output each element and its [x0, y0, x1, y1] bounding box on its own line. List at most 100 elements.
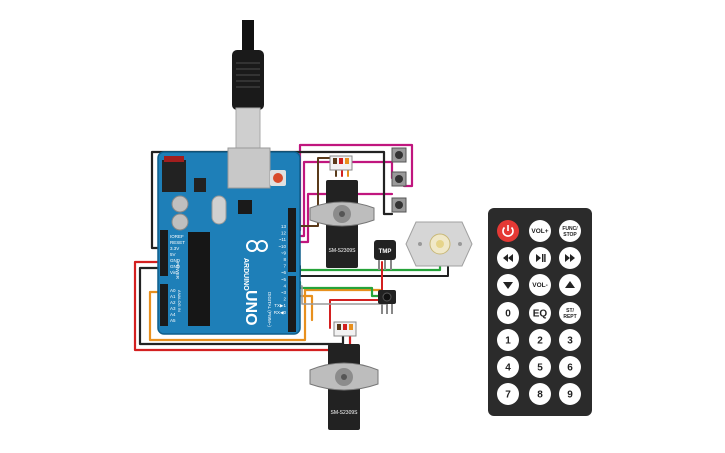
key-label: 3: [567, 336, 573, 347]
pin-label: IOREF: [170, 234, 184, 239]
pin-label: A2: [170, 300, 176, 305]
crystal: [211, 195, 227, 225]
servo-bottom-label: SM-S2309S: [331, 410, 359, 416]
remote-play-pause-key[interactable]: [529, 247, 551, 269]
power-header: [160, 230, 168, 276]
remote-key-4[interactable]: 4: [497, 356, 519, 378]
pin-label: A4: [170, 312, 176, 317]
wire-red-tmp: [329, 261, 383, 329]
pin-label: ~3: [281, 290, 287, 295]
down-icon: [503, 282, 513, 289]
key-label: FUNC/STOP: [562, 226, 578, 238]
play-pause-icon: [536, 254, 546, 262]
key-label: 4: [505, 363, 511, 374]
board-model: UNO: [242, 290, 259, 326]
key-label: 0: [505, 309, 511, 320]
remote-key-1[interactable]: 1: [497, 329, 519, 351]
tmp-sensor[interactable]: TMP: [374, 240, 396, 270]
remote-rewind-key[interactable]: [497, 247, 519, 269]
pin-label: RX◀0: [274, 310, 287, 315]
remote-fast-forward-key[interactable]: [559, 247, 581, 269]
wire-red-5v: [133, 260, 352, 352]
atmega-chip: [188, 232, 210, 326]
ir-receiver[interactable]: [378, 290, 396, 314]
pin-label: GND: [170, 264, 181, 269]
pin-label: 5V: [170, 252, 176, 257]
pin-label: 4: [283, 283, 286, 288]
remote-key-8[interactable]: 8: [529, 383, 551, 405]
analog-header: [160, 284, 168, 326]
power-jack: [162, 160, 186, 192]
pin-label: 2: [283, 297, 286, 302]
wire-black-gnd: [138, 266, 345, 346]
usb-cord: [242, 20, 254, 58]
pushbutton[interactable]: [391, 197, 407, 213]
remote-key-vol[interactable]: VOL+: [529, 220, 551, 242]
usb-connector: [235, 107, 261, 151]
key-label: VOL+: [531, 228, 548, 235]
remote-power-key[interactable]: [497, 220, 519, 242]
usb-cable: [232, 20, 264, 151]
remote-key-7[interactable]: 7: [497, 383, 519, 405]
key-label: 9: [567, 390, 573, 401]
pushbutton[interactable]: [391, 147, 407, 163]
remote-key-vol[interactable]: VOL-: [529, 274, 551, 296]
key-label: EQ: [533, 309, 548, 320]
pin-label: A3: [170, 306, 176, 311]
pin-label: ~9: [281, 250, 287, 255]
key-label: 7: [505, 390, 511, 401]
pin-label: 8: [283, 257, 286, 262]
capacitor: [171, 213, 189, 231]
servo-top-label: SM-S2309S: [329, 248, 357, 254]
digital-header-high: [288, 208, 296, 272]
digital-header-low: [288, 276, 296, 332]
remote-key-3[interactable]: 3: [559, 329, 581, 351]
key-label: ST/REPT: [563, 308, 576, 320]
remote-down-key[interactable]: [497, 274, 519, 296]
key-label: 8: [537, 390, 543, 401]
remote-key-6[interactable]: 6: [559, 356, 581, 378]
rewind-icon: [503, 254, 513, 262]
remote-up-key[interactable]: [559, 274, 581, 296]
pin-label: TX▶1: [274, 303, 286, 308]
pin-label: 7: [283, 264, 286, 269]
tmp-label: TMP: [379, 249, 392, 255]
pin-label: GND: [170, 258, 181, 263]
capacitor: [171, 195, 189, 213]
remote-key-func-stop[interactable]: FUNC/STOP: [559, 220, 581, 242]
fast-forward-icon: [565, 254, 575, 262]
remote-key-0[interactable]: 0: [497, 302, 519, 324]
key-label: 2: [537, 336, 543, 347]
pin-label: A0: [170, 288, 176, 293]
servo-bottom[interactable]: SM-S2309S: [309, 321, 379, 430]
dc-motor[interactable]: [405, 221, 473, 267]
key-label: VOL-: [532, 282, 548, 289]
key-label: 6: [567, 363, 573, 374]
remote-key-2[interactable]: 2: [529, 329, 551, 351]
key-label: 1: [505, 336, 511, 347]
pin-label: ~10: [278, 244, 286, 249]
board-brand: ARDUINO: [242, 258, 249, 291]
remote-key-5[interactable]: 5: [529, 356, 551, 378]
pin-label: 3.3V: [170, 246, 179, 251]
wire-black-buttons: [296, 150, 394, 216]
pin-label: 13: [281, 224, 287, 229]
pushbutton[interactable]: [391, 171, 407, 187]
up-icon: [565, 281, 575, 288]
pushbuttons: [391, 147, 407, 213]
remote-key-eq[interactable]: EQ: [529, 302, 551, 324]
pin-label: ~11: [279, 237, 287, 242]
remote-key-st-rept[interactable]: ST/REPT: [559, 302, 581, 324]
pin-label: A1: [170, 294, 176, 299]
pin-label: A5: [170, 318, 176, 323]
analog-header-label: ANALOG IN: [177, 290, 182, 312]
servo-top[interactable]: SM-S2309S: [309, 155, 375, 268]
pin-label: Vin: [170, 270, 177, 275]
pin-label: ~6: [281, 270, 287, 275]
pin-label: RESET: [170, 240, 185, 245]
remote-key-9[interactable]: 9: [559, 383, 581, 405]
digital-header-label: DIGITAL (PWM~): [267, 292, 272, 327]
